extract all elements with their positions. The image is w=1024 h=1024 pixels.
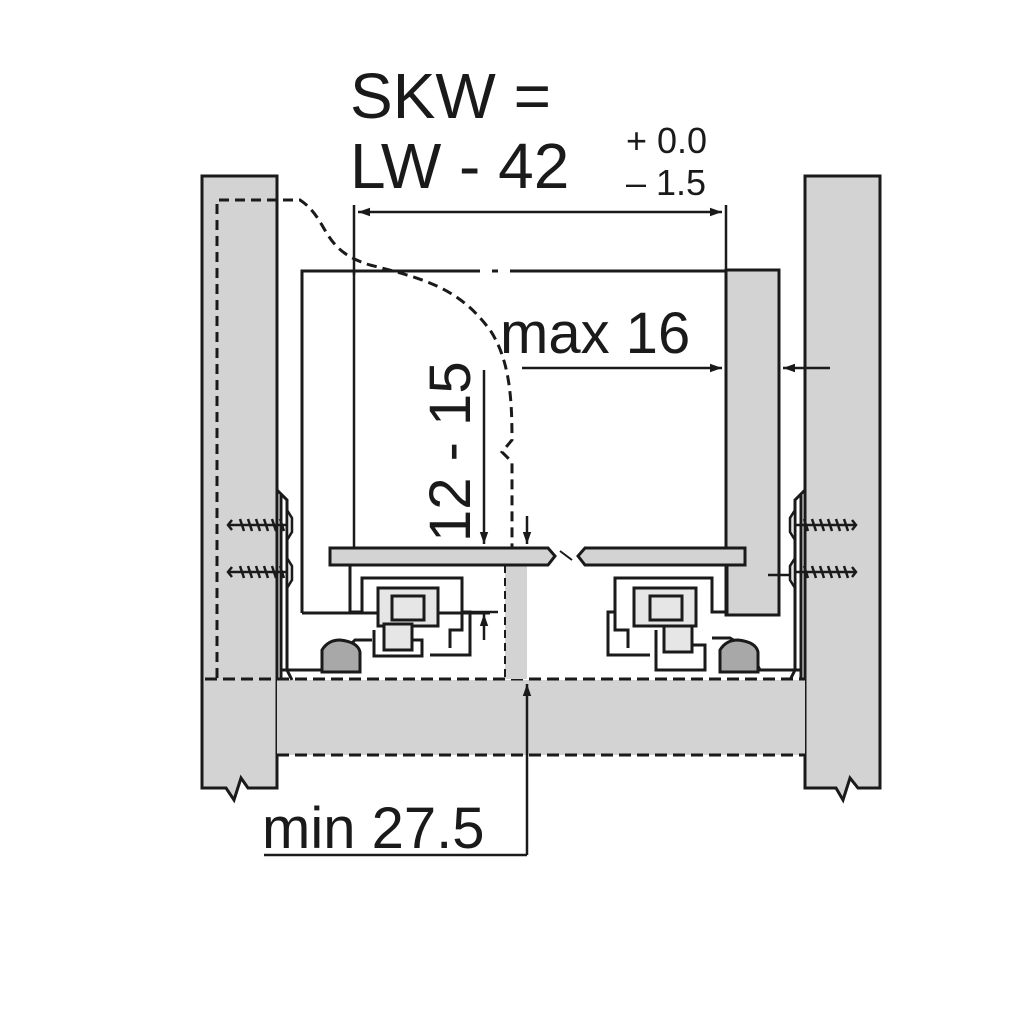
shaded-strip [505, 565, 527, 679]
min-thickness-label: min 27.5 [262, 796, 484, 861]
tolerance-minus: – 1.5 [626, 162, 706, 203]
height-dimension [470, 370, 512, 640]
drawer-bottom-right [576, 546, 747, 567]
min-dimension [264, 684, 532, 857]
right-screw-top [788, 505, 858, 545]
max-gap-label: max 16 [500, 301, 690, 366]
skw-dimension [352, 205, 728, 275]
formula-line-2: LW - 42 [350, 130, 569, 202]
left-roller [320, 638, 362, 674]
tolerance-plus: + 0.0 [626, 120, 707, 161]
left-cabinet-side [200, 174, 279, 804]
cabinet-bottom-panel [277, 680, 805, 755]
left-screw-top [226, 505, 294, 545]
height-range-label: 12 - 15 [418, 361, 483, 542]
left-runner [280, 565, 472, 672]
left-screw-bottom [226, 553, 294, 593]
drawer-bottom-left [328, 546, 557, 567]
right-screw-bottom [788, 553, 858, 593]
right-cabinet-side [803, 174, 882, 804]
gap-arrows [522, 516, 790, 577]
formula-line-1: SKW = [350, 60, 551, 132]
right-roller [718, 638, 760, 674]
drawer-back-outline [300, 269, 726, 613]
right-runner [606, 565, 800, 672]
hidden-panel-outline [215, 198, 514, 678]
